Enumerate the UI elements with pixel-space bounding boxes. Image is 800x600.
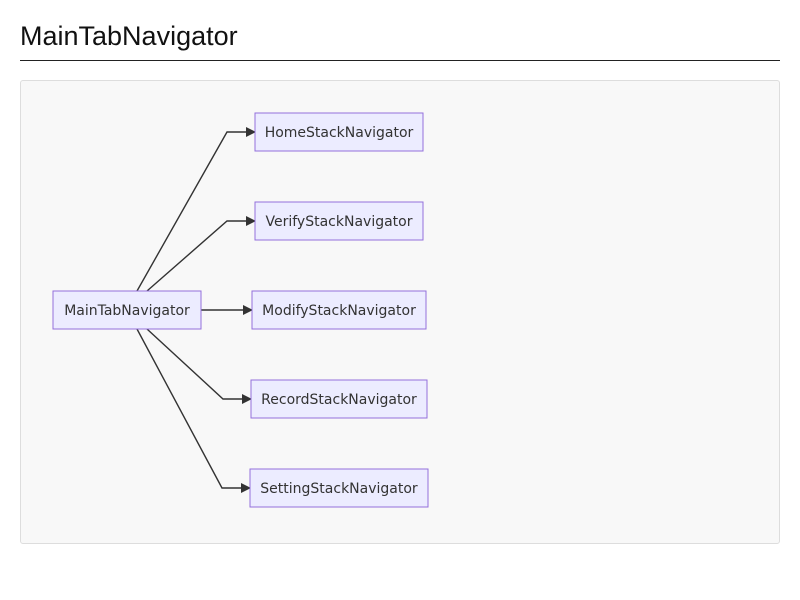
edge-main-to-verify xyxy=(146,216,256,292)
node-setting[interactable]: SettingStackNavigator xyxy=(249,468,429,508)
node-box-verify xyxy=(254,201,424,241)
node-label-modify: ModifyStackNavigator xyxy=(262,303,416,319)
diagram-canvas: MainTabNavigator HomeStackNavigatorVerify… xyxy=(52,112,429,508)
node-label-main: MainTabNavigator xyxy=(64,303,190,319)
node-label-verify: VerifyStackNavigator xyxy=(266,214,413,230)
node-main[interactable]: MainTabNavigator xyxy=(52,290,202,330)
node-box-record xyxy=(250,379,428,419)
node-label-record: RecordStackNavigator xyxy=(261,392,417,408)
edges-layer xyxy=(136,127,256,493)
node-modify[interactable]: ModifyStackNavigator xyxy=(251,290,427,330)
node-box-main xyxy=(52,290,202,330)
node-home[interactable]: HomeStackNavigator xyxy=(254,112,424,152)
title-divider xyxy=(20,60,780,61)
edge-main-to-setting xyxy=(136,328,251,493)
node-label-setting: SettingStackNavigator xyxy=(260,481,418,497)
edge-main-to-record xyxy=(146,328,252,404)
node-verify[interactable]: VerifyStackNavigator xyxy=(254,201,424,241)
edge-main-to-home xyxy=(136,127,256,292)
page-title: MainTabNavigator xyxy=(20,21,238,51)
node-box-modify xyxy=(251,290,427,330)
node-box-setting xyxy=(249,468,429,508)
node-box-home xyxy=(254,112,424,152)
node-label-home: HomeStackNavigator xyxy=(265,125,414,141)
node-record[interactable]: RecordStackNavigator xyxy=(250,379,428,419)
nodes-layer: MainTabNavigator HomeStackNavigatorVerify… xyxy=(52,112,429,508)
